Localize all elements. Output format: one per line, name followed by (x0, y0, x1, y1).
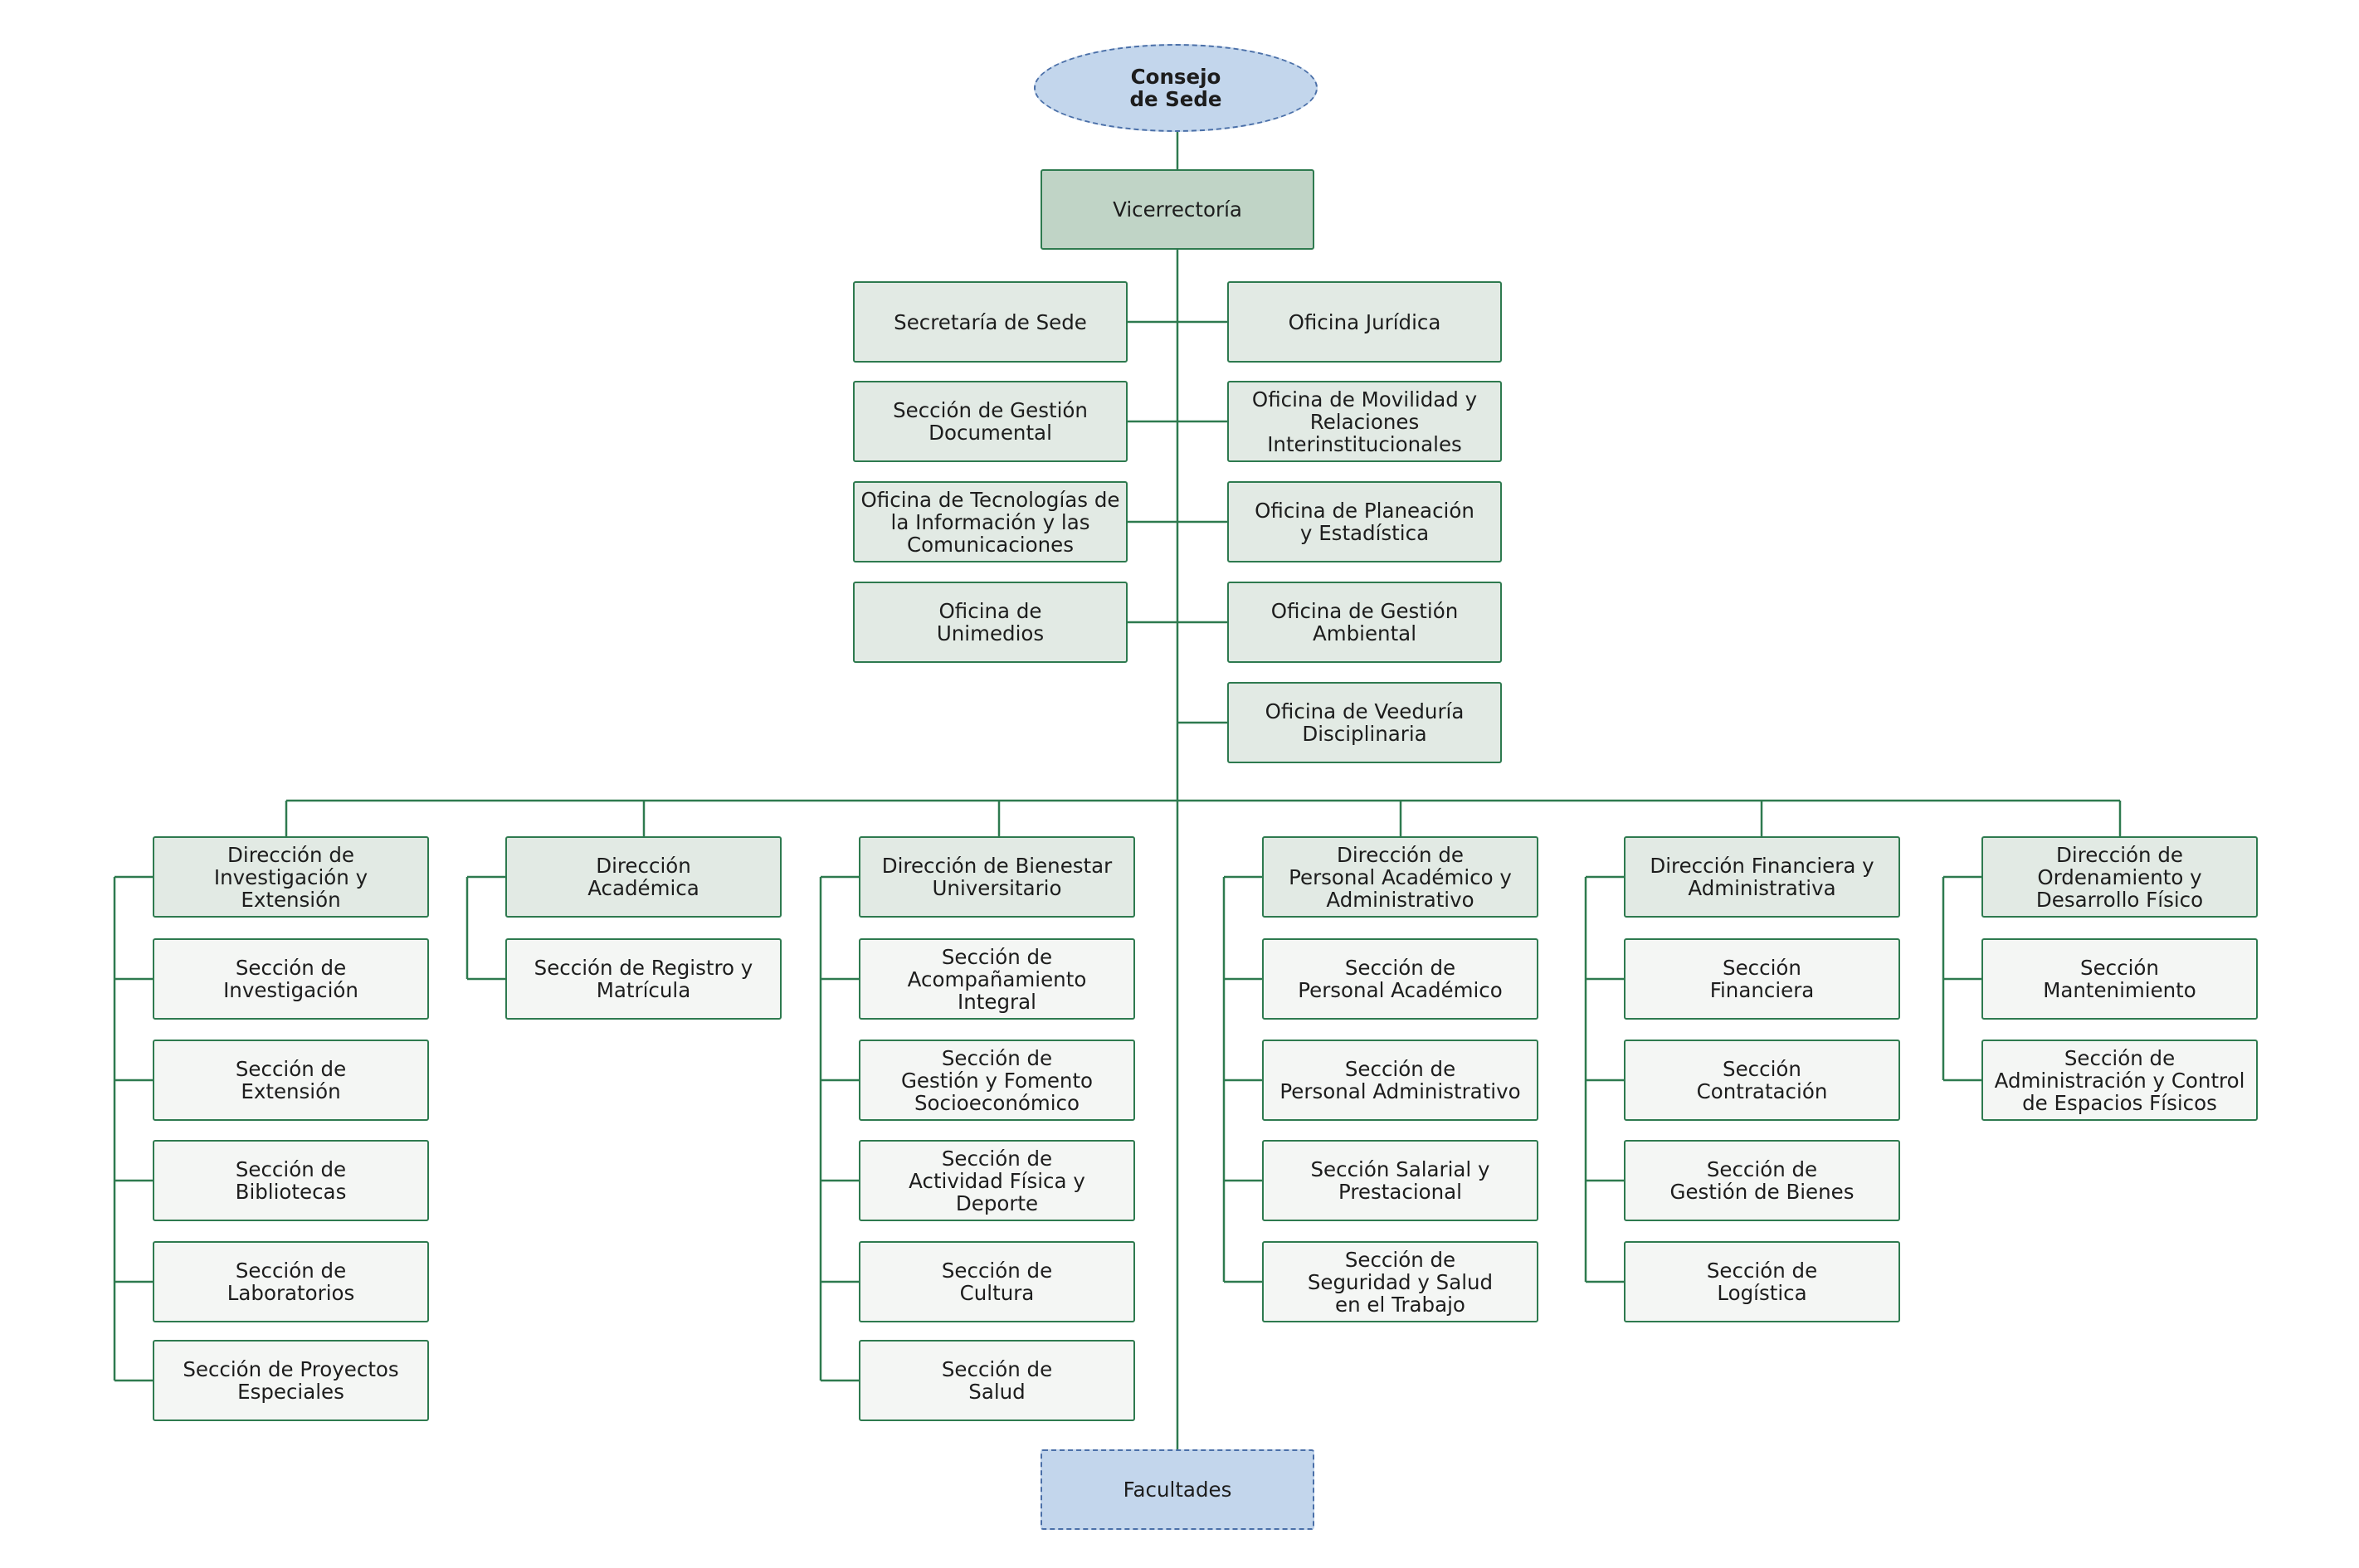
section-node[interactable]: Sección de Personal Administrativo (1262, 1040, 1538, 1121)
right-office-node[interactable]: Oficina de Veeduría Disciplinaria (1227, 682, 1502, 763)
section-node[interactable]: Sección de Bibliotecas (153, 1140, 429, 1221)
right-office-node[interactable]: Oficina Jurídica (1227, 281, 1502, 363)
consejo-de-sede-node[interactable]: Consejo de Sede (1034, 44, 1318, 132)
left-office-node[interactable]: Sección de Gestión Documental (853, 381, 1128, 462)
section-node[interactable]: Sección de Gestión de Bienes (1624, 1140, 1900, 1221)
direction-node[interactable]: Dirección de Bienestar Universitario (859, 836, 1135, 918)
left-office-node[interactable]: Oficina de Tecnologías de la Información… (853, 481, 1128, 562)
section-node[interactable]: Sección Contratación (1624, 1040, 1900, 1121)
section-node[interactable]: Sección de Salud (859, 1340, 1135, 1421)
section-node[interactable]: Sección de Investigación (153, 938, 429, 1020)
left-office-node[interactable]: Oficina de Unimedios (853, 582, 1128, 663)
section-node[interactable]: Sección Financiera (1624, 938, 1900, 1020)
section-node[interactable]: Sección de Seguridad y Salud en el Traba… (1262, 1241, 1538, 1322)
direction-node[interactable]: Dirección de Personal Académico y Admini… (1262, 836, 1538, 918)
right-office-node[interactable]: Oficina de Planeación y Estadística (1227, 481, 1502, 562)
section-node[interactable]: Sección Mantenimiento (1981, 938, 2258, 1020)
direction-node[interactable]: Dirección de Ordenamiento y Desarrollo F… (1981, 836, 2258, 918)
section-node[interactable]: Sección de Personal Académico (1262, 938, 1538, 1020)
direction-node[interactable]: Dirección Académica (505, 836, 782, 918)
left-office-node[interactable]: Secretaría de Sede (853, 281, 1128, 363)
section-node[interactable]: Sección de Acompañamiento Integral (859, 938, 1135, 1020)
section-node[interactable]: Sección de Laboratorios (153, 1241, 429, 1322)
section-node[interactable]: Sección de Extensión (153, 1040, 429, 1121)
right-office-node[interactable]: Oficina de Gestión Ambiental (1227, 582, 1502, 663)
section-node[interactable]: Sección de Gestión y Fomento Socioeconóm… (859, 1040, 1135, 1121)
section-node[interactable]: Sección Salarial y Prestacional (1262, 1140, 1538, 1221)
right-office-node[interactable]: Oficina de Movilidad y Relaciones Interi… (1227, 381, 1502, 462)
section-node[interactable]: Sección de Logística (1624, 1241, 1900, 1322)
section-node[interactable]: Sección de Proyectos Especiales (153, 1340, 429, 1421)
facultades-node[interactable]: Facultades (1041, 1449, 1314, 1530)
direction-node[interactable]: Dirección de Investigación y Extensión (153, 836, 429, 918)
section-node[interactable]: Sección de Cultura (859, 1241, 1135, 1322)
section-node[interactable]: Sección de Actividad Física y Deporte (859, 1140, 1135, 1221)
section-node[interactable]: Sección de Administración y Control de E… (1981, 1040, 2258, 1121)
vicerrectoria-node[interactable]: Vicerrectoría (1041, 169, 1314, 250)
section-node[interactable]: Sección de Registro y Matrícula (505, 938, 782, 1020)
direction-node[interactable]: Dirección Financiera y Administrativa (1624, 836, 1900, 918)
